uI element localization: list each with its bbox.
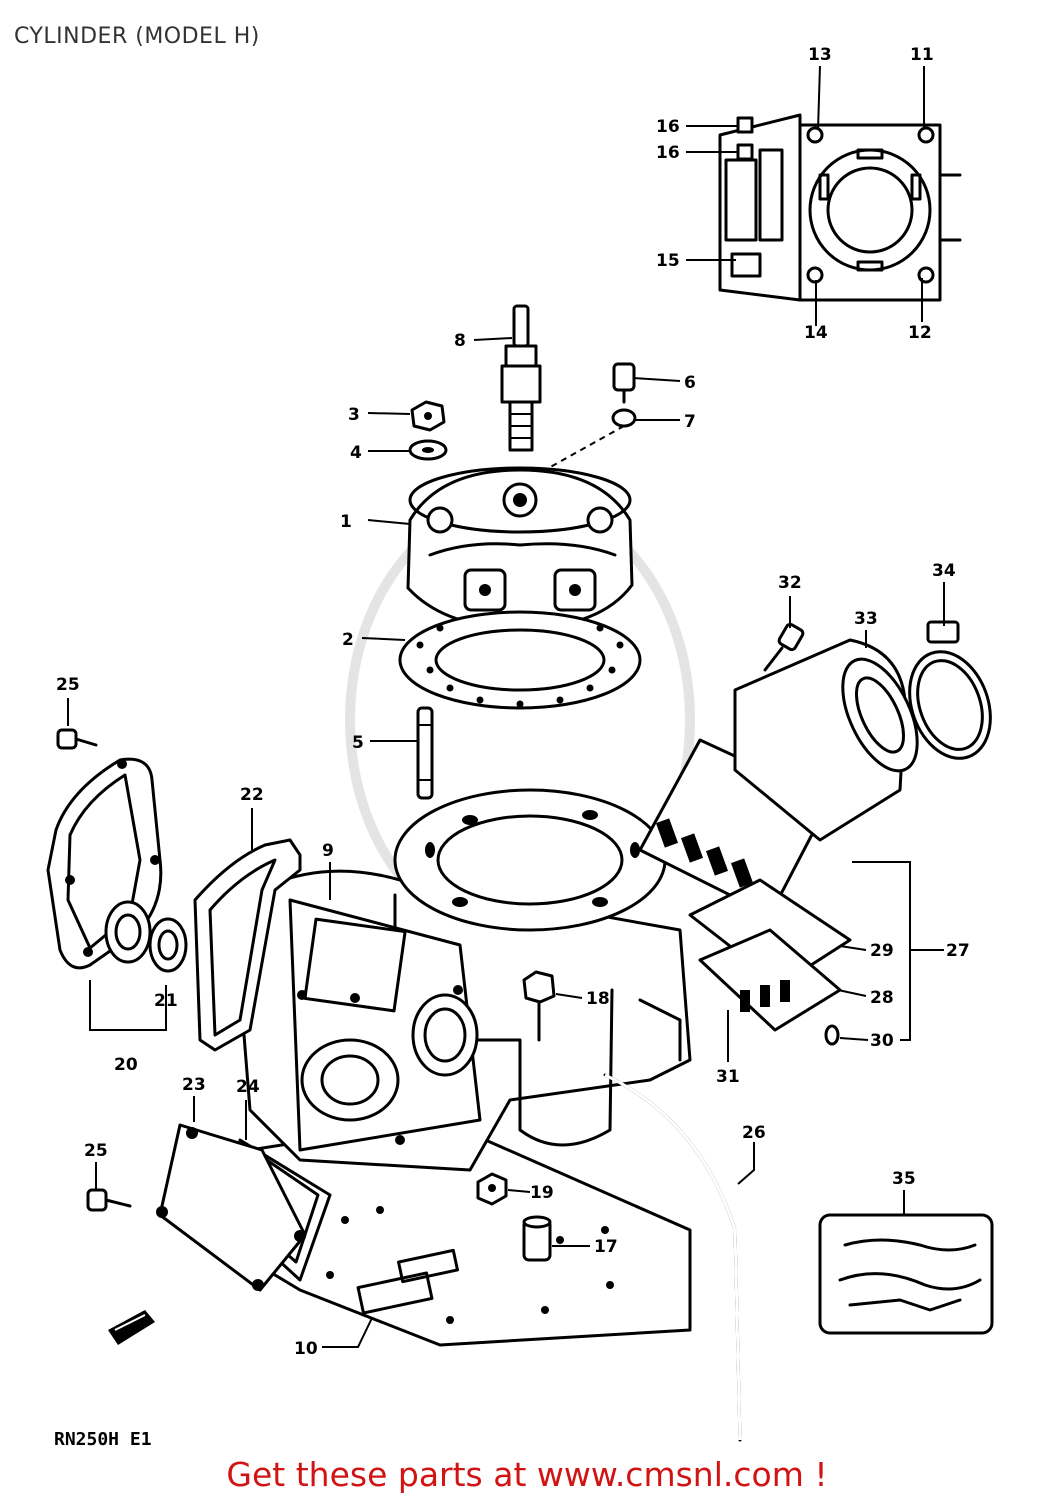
callout-21: 21 [154,991,178,1011]
callout-7: 7 [684,412,696,432]
cylinder[interactable] [240,788,692,1172]
cylinder-head[interactable] [406,466,634,630]
breather-hose[interactable] [603,1073,742,1442]
callout-15: 15 [656,251,680,271]
callout-31: 31 [716,1067,740,1087]
washer[interactable] [408,439,448,461]
callout-30: 30 [870,1031,894,1051]
hose-clamp[interactable] [895,620,1004,770]
stud[interactable] [416,706,434,800]
callout-34: 34 [932,561,956,581]
spark-plug[interactable] [500,304,542,452]
nut[interactable] [410,400,446,432]
valve-cover-gasket[interactable] [193,838,302,1052]
callout-32: 32 [778,573,802,593]
callout-28: 28 [870,988,894,1008]
cylinder-bolt[interactable] [522,970,556,1042]
leader-lines [67,65,945,1348]
dowel-pin[interactable] [522,1215,552,1262]
cylinder-exploded-diagram: 1 2 3 4 5 6 7 8 9 10 11 12 13 14 15 16 1… [46,45,1004,1450]
oil-seal[interactable] [104,900,152,964]
callout-1: 1 [340,512,352,532]
page-title: CYLINDER (MODEL H) [14,24,260,49]
callout-4: 4 [350,443,362,463]
gasket-set-kit[interactable] [818,1213,994,1335]
screw-upper[interactable] [56,728,98,750]
callout-5: 5 [352,733,364,753]
reed-valve-assembly[interactable] [638,738,852,1046]
callout-24: 24 [236,1077,260,1097]
exhaust-cover[interactable] [156,1123,307,1292]
callout-26: 26 [742,1123,766,1143]
cylinder-nut[interactable] [476,1172,508,1206]
callout-11: 11 [910,45,934,65]
callout-labels: 1 2 3 4 5 6 7 8 9 10 11 12 13 14 15 16 1… [56,45,970,1359]
callout-35: 35 [892,1169,916,1189]
callout-14: 14 [804,323,828,343]
callout-10: 10 [294,1339,318,1359]
callout-20: 20 [114,1055,138,1075]
cylinder-top-view-inset[interactable] [718,113,962,302]
bolt[interactable] [612,362,636,404]
callout-2: 2 [342,630,354,650]
callout-8: 8 [454,331,466,351]
callout-25b: 25 [84,1141,108,1161]
callout-13: 13 [808,45,832,65]
callout-23: 23 [182,1075,206,1095]
intake-pipe[interactable] [733,638,933,842]
callout-19: 19 [530,1183,554,1203]
o-ring[interactable] [148,917,188,973]
callout-6: 6 [684,373,696,393]
callout-22: 22 [240,785,264,805]
callout-33: 33 [854,609,878,629]
callout-3: 3 [348,405,360,425]
intake-bolt[interactable] [763,622,805,672]
callout-16a: 16 [656,117,680,137]
callout-27: 27 [946,941,970,961]
callout-25a: 25 [56,675,80,695]
callout-12: 12 [908,323,932,343]
cmsnl-parts-link[interactable]: Get these parts at www.cmsnl.com ! [226,1455,828,1494]
callout-17: 17 [594,1237,618,1257]
direction-stamp [108,1310,155,1345]
head-gasket[interactable] [398,610,642,710]
callout-18: 18 [586,989,610,1009]
drawing-code: RN250H E1 [54,1429,152,1450]
callout-29: 29 [870,941,894,961]
callout-9: 9 [322,841,334,861]
bolt-washer[interactable] [611,408,637,428]
callout-16b: 16 [656,143,680,163]
screw-lower[interactable] [86,1188,132,1212]
